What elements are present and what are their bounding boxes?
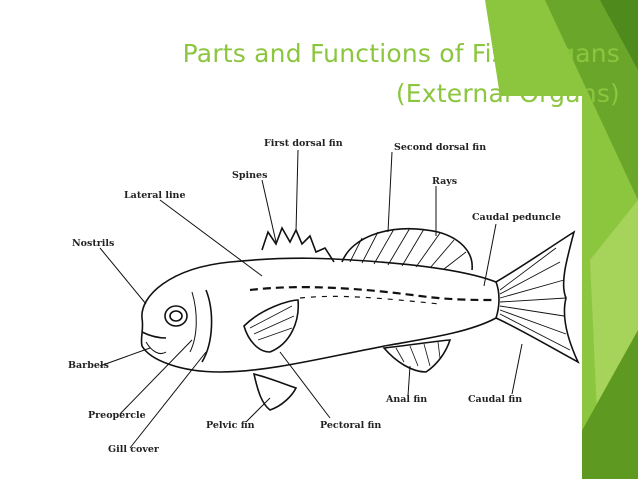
- gill-cover-edge: [201, 289, 213, 363]
- preopercle-edge: [189, 291, 197, 353]
- leader-lines: [99, 149, 523, 449]
- label-gill-cover: Gill cover: [108, 444, 160, 455]
- pectoral-rays: [249, 305, 295, 341]
- label-spines: Spines: [232, 170, 267, 181]
- mouth: [141, 331, 167, 339]
- second-dorsal-rays: [349, 227, 467, 270]
- leader-preopercle: [119, 339, 193, 415]
- label-caudal-peduncle: Caudal peduncle: [472, 212, 561, 223]
- slide-title: Parts and Functions of Fish Organs (Exte…: [40, 34, 620, 114]
- barbel: [145, 341, 167, 355]
- fish-body-group: [140, 226, 580, 411]
- eye-inner: [169, 310, 183, 322]
- leader-barbels: [99, 347, 151, 367]
- diagram-labels: First dorsal fin Second dorsal fin Spine…: [68, 138, 561, 455]
- leader-lateral-line: [159, 199, 263, 277]
- label-rays: Rays: [432, 176, 457, 187]
- label-pectoral-fin: Pectoral fin: [320, 420, 381, 431]
- label-anal-fin: Anal fin: [385, 394, 427, 405]
- label-first-dorsal-fin: First dorsal fin: [264, 138, 343, 149]
- pectoral-fin: [243, 299, 300, 353]
- leader-second-dorsal: [387, 151, 393, 233]
- leader-anal-fin: [407, 365, 411, 397]
- second-dorsal-fin: [341, 228, 473, 271]
- label-pelvic-fin: Pelvic fin: [206, 420, 255, 431]
- leader-first-dorsal: [295, 149, 299, 233]
- green-panel-corner: [600, 0, 638, 70]
- pelvic-fin: [252, 372, 298, 411]
- fish-body-outline: [140, 257, 500, 373]
- caudal-rays: [499, 247, 571, 351]
- anal-rays: [395, 341, 441, 367]
- label-nostrils: Nostrils: [72, 238, 114, 249]
- leader-spines: [261, 179, 277, 243]
- leader-gill-cover: [129, 351, 207, 449]
- label-barbels: Barbels: [68, 360, 109, 371]
- label-caudal-fin: Caudal fin: [468, 394, 522, 405]
- lateral-line-lower: [299, 295, 441, 305]
- leader-nostrils: [99, 247, 147, 305]
- anal-fin: [382, 339, 452, 373]
- slide-title-line2: (External Organs): [395, 79, 620, 108]
- lateral-line: [249, 286, 497, 302]
- label-preopercle: Preopercle: [88, 410, 146, 421]
- slide-title-line1: Parts and Functions of Fish Organs: [182, 39, 620, 68]
- eye-outer: [164, 305, 188, 327]
- leader-caudal-fin: [511, 343, 523, 395]
- leader-pectoral-fin: [279, 351, 331, 419]
- label-second-dorsal-fin: Second dorsal fin: [394, 142, 486, 153]
- leader-caudal-peduncle: [483, 223, 497, 287]
- green-panel-top: [545, 0, 638, 200]
- label-lateral-line: Lateral line: [124, 190, 186, 201]
- leader-pelvic-fin: [245, 397, 271, 423]
